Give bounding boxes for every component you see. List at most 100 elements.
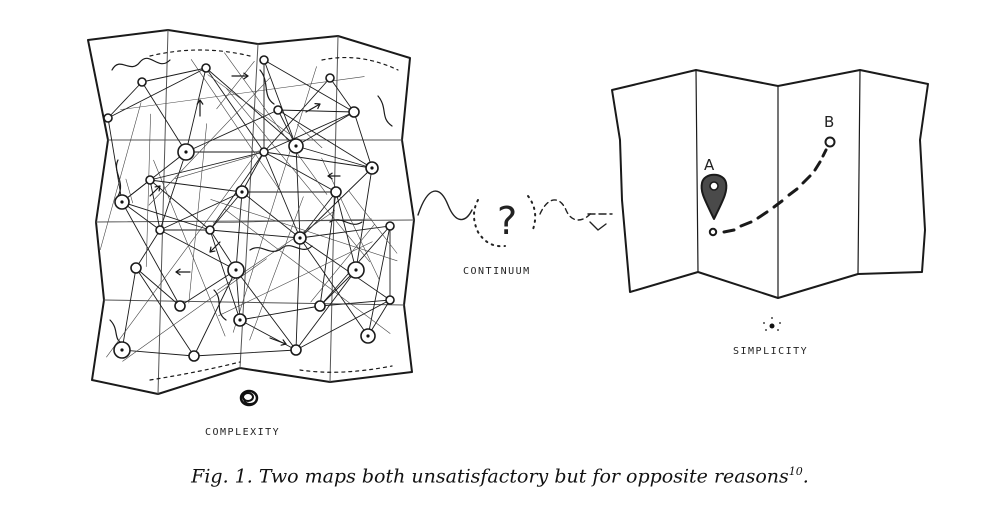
network-edge bbox=[263, 111, 355, 153]
network-edge bbox=[159, 229, 237, 271]
network-edge bbox=[148, 76, 271, 206]
network-edge bbox=[295, 299, 391, 351]
continuum-label: CONTINUUM bbox=[463, 266, 531, 277]
network-edge bbox=[190, 59, 281, 191]
network-edge bbox=[310, 224, 375, 303]
map-arrow bbox=[269, 337, 287, 345]
network-node bbox=[155, 225, 165, 235]
network-edge bbox=[319, 191, 337, 307]
network-node-center bbox=[370, 166, 374, 170]
network-edge bbox=[125, 178, 134, 204]
network-node-center bbox=[234, 268, 238, 272]
network-edge bbox=[209, 229, 301, 239]
network-edge bbox=[348, 190, 398, 254]
network-edge bbox=[185, 67, 207, 153]
network-node bbox=[201, 63, 211, 73]
network-edge bbox=[335, 191, 357, 271]
question-mark: ? bbox=[497, 199, 517, 243]
map-arrow bbox=[149, 185, 161, 197]
continuum-wave-left bbox=[417, 190, 473, 221]
map-boundary-squiggle bbox=[109, 319, 125, 345]
network-edge bbox=[295, 269, 357, 351]
network-node-center bbox=[354, 268, 358, 272]
network-edge bbox=[295, 111, 355, 147]
complexity-label: COMPLEXITY bbox=[205, 427, 281, 438]
network-edge bbox=[235, 191, 243, 271]
map-arrowhead bbox=[243, 72, 249, 80]
network-edge bbox=[209, 191, 243, 231]
pin-a-hole bbox=[709, 181, 719, 191]
network-edge bbox=[145, 113, 151, 267]
network-node bbox=[325, 73, 335, 83]
map-boundary-squiggle bbox=[329, 219, 363, 225]
network-node bbox=[188, 350, 200, 362]
simple-map bbox=[611, 69, 929, 299]
caption-footnote: 10 bbox=[788, 465, 803, 478]
network-node-center bbox=[120, 348, 124, 352]
complex-map-arrows bbox=[149, 72, 341, 346]
network-edge bbox=[241, 151, 265, 193]
network-edge bbox=[149, 151, 265, 181]
continuum-dotted-left bbox=[473, 199, 506, 248]
network-edge bbox=[135, 229, 161, 269]
network-edge bbox=[218, 241, 373, 316]
complex-map-outline bbox=[87, 29, 415, 395]
network-node bbox=[290, 344, 302, 356]
map-arrowhead bbox=[154, 185, 161, 192]
map-dotted-route bbox=[149, 49, 251, 57]
network-edge bbox=[141, 67, 207, 83]
network-edge bbox=[263, 59, 355, 113]
pin-a-marker bbox=[700, 173, 728, 220]
network-edge bbox=[212, 218, 373, 224]
network-edge bbox=[141, 81, 187, 153]
network-edge bbox=[106, 150, 259, 358]
network-edge bbox=[263, 151, 373, 169]
network-node bbox=[259, 147, 269, 157]
network-edge bbox=[122, 258, 267, 362]
map-arrowhead bbox=[314, 102, 321, 110]
network-edge bbox=[241, 191, 301, 239]
map-fold-line bbox=[157, 29, 169, 395]
map-boundary-squiggle bbox=[111, 57, 171, 71]
network-edge bbox=[226, 88, 370, 263]
network-node bbox=[348, 106, 360, 118]
network-node bbox=[273, 105, 283, 115]
network-edge bbox=[121, 201, 211, 231]
pin-b-marker bbox=[824, 136, 836, 148]
map-arrow bbox=[305, 103, 321, 113]
network-edge bbox=[107, 81, 143, 119]
network-edge bbox=[107, 117, 123, 203]
network-node bbox=[330, 186, 342, 198]
continuum-wave-mid bbox=[539, 199, 593, 221]
network-node bbox=[385, 295, 395, 305]
map-boundary-squiggle bbox=[377, 95, 393, 127]
map-dotted-route bbox=[149, 361, 241, 381]
network-node bbox=[137, 77, 147, 87]
network-node bbox=[205, 225, 215, 235]
map-arrowhead bbox=[196, 99, 204, 105]
map-dotted-route bbox=[299, 365, 393, 373]
network-edge bbox=[295, 145, 373, 169]
network-edge bbox=[174, 155, 254, 179]
network-node-center bbox=[184, 150, 188, 154]
map-boundary-squiggle bbox=[259, 69, 275, 105]
network-edge bbox=[232, 66, 317, 333]
network-node bbox=[130, 262, 142, 274]
continuum-arrowhead bbox=[589, 221, 607, 231]
network-edge bbox=[319, 299, 391, 307]
network-node-center bbox=[120, 200, 124, 204]
network-edge bbox=[205, 67, 265, 153]
network-edge bbox=[277, 109, 373, 169]
network-node bbox=[103, 113, 113, 123]
route-dashes bbox=[722, 148, 828, 234]
network-edge bbox=[209, 229, 241, 321]
simple-map-folds bbox=[695, 69, 861, 299]
map-arrowhead bbox=[175, 268, 181, 276]
network-edge bbox=[263, 151, 301, 239]
map-arrow bbox=[209, 241, 221, 253]
map-dotted-route bbox=[321, 56, 399, 71]
caption-text: Fig. 1. Two maps both unsatisfactory but… bbox=[191, 465, 789, 488]
network-edge bbox=[224, 52, 328, 195]
network-edge bbox=[99, 102, 142, 250]
